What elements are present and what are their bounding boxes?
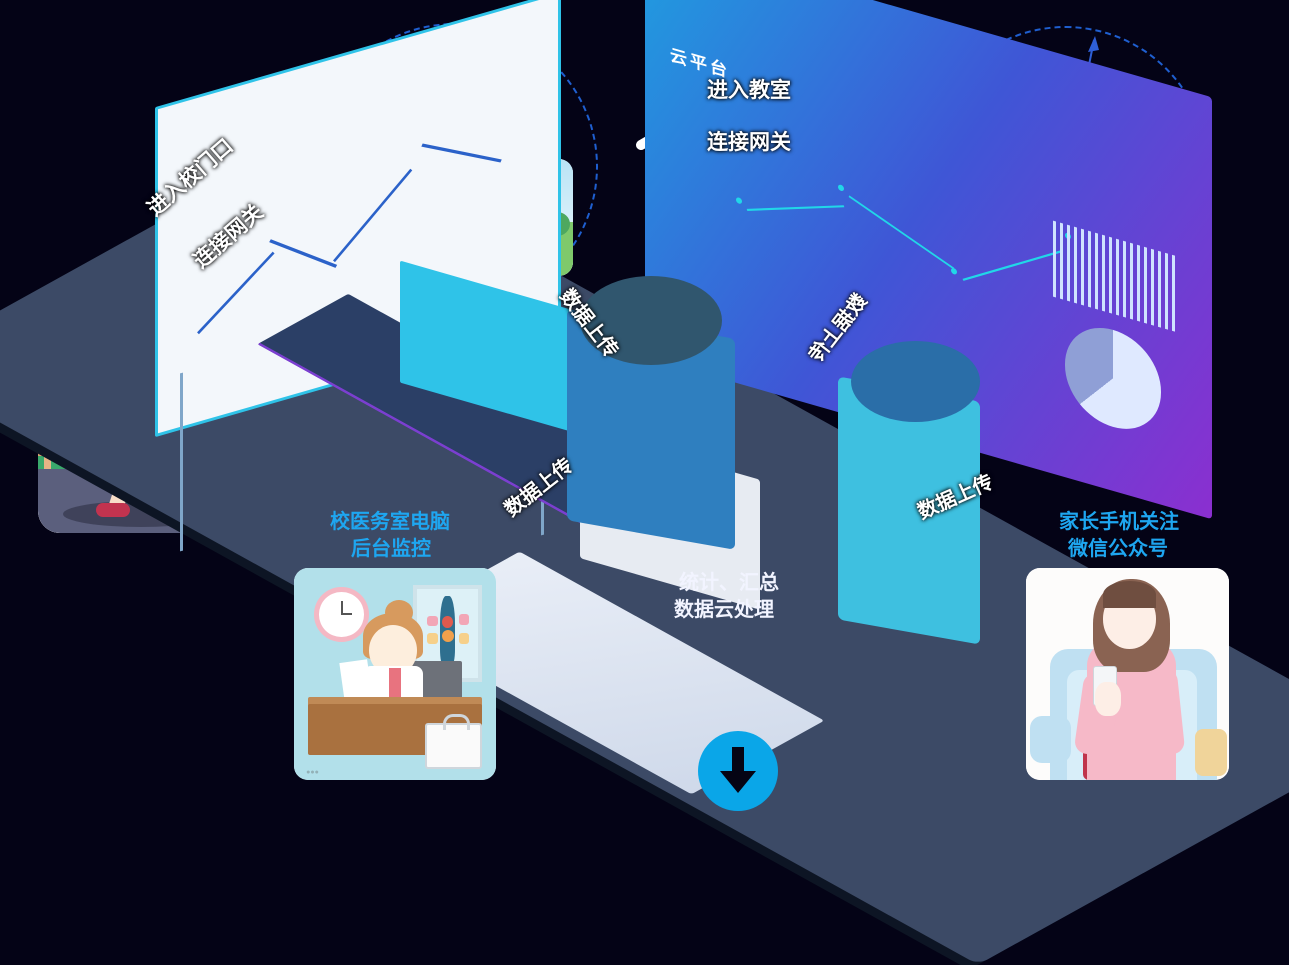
medical-bag-icon <box>425 713 482 770</box>
parent-label-line1: 家长手机关注 <box>1059 511 1179 533</box>
flow-label-gate-to-classroom-line2: 连接网关 <box>707 131 791 154</box>
clinic-label-line1: 校医务室电脑 <box>330 511 450 533</box>
bar-chart-icon <box>1052 220 1178 333</box>
download-arrow-icon <box>720 747 756 793</box>
cloud-platform-caption-line1: 统计、汇总 <box>679 572 779 594</box>
clinic-image[interactable]: ●●● <box>294 568 496 780</box>
image-watermark: ●●● <box>306 768 319 776</box>
flow-label-gate-to-classroom-line1: 进入教室 <box>707 79 791 102</box>
wall-clock-icon <box>314 587 369 642</box>
analyst-head-standing <box>850 340 980 422</box>
analyst-head-seated <box>580 275 722 365</box>
clinic-label-line2: 后台监控 <box>351 538 431 560</box>
cloud-platform-caption-line2: 数据云处理 <box>674 599 774 621</box>
download-button[interactable] <box>698 731 778 811</box>
parent-image[interactable] <box>1026 568 1229 780</box>
parent-label-line2: 微信公众号 <box>1068 538 1168 560</box>
pie-chart-icon <box>1064 316 1161 441</box>
